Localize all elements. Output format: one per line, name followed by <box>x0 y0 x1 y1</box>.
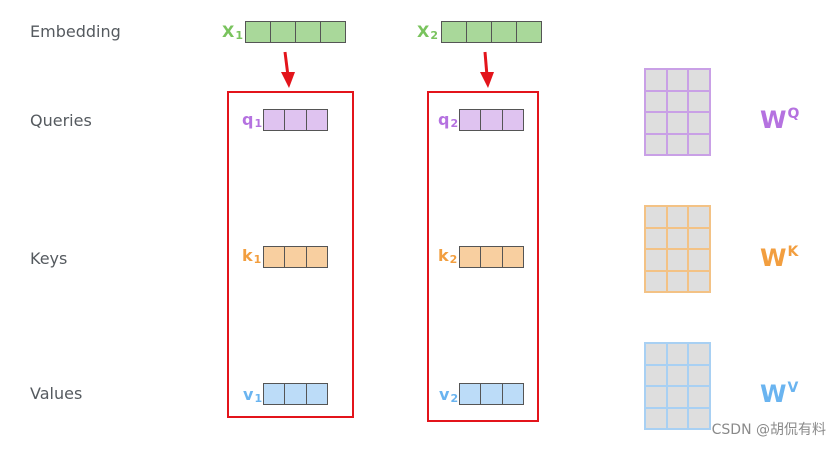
row-label-values: Values <box>30 384 83 403</box>
matrix-cell <box>689 408 709 428</box>
matrix-cell <box>667 207 688 227</box>
x1-label: X1 <box>222 22 243 42</box>
matrix-cell <box>646 387 666 407</box>
matrix-cell <box>689 250 709 270</box>
matrix-cell <box>689 271 709 291</box>
k1-label: k1 <box>242 246 262 266</box>
matrix-cell <box>646 228 666 248</box>
matrix-cell <box>667 113 688 133</box>
matrix-cell <box>667 250 688 270</box>
row-label-keys: Keys <box>30 249 68 268</box>
matrix-cell <box>689 113 709 133</box>
matrix-cell <box>689 344 709 364</box>
q2-vector <box>459 109 524 131</box>
matrix-cell <box>667 70 688 90</box>
q1-vector <box>263 109 328 131</box>
matrix-cell <box>689 70 709 90</box>
wk-label: WK <box>760 244 799 272</box>
matrix-cell <box>646 113 666 133</box>
v1-label: v1 <box>243 385 263 405</box>
matrix-cell <box>646 207 666 227</box>
matrix-cell <box>646 70 666 90</box>
matrix-cell <box>646 91 666 111</box>
matrix-cell <box>646 365 666 385</box>
arrow-x2-to-q2 <box>480 51 494 88</box>
matrix-cell <box>689 207 709 227</box>
matrix-cell <box>667 91 688 111</box>
matrix-cell <box>646 408 666 428</box>
matrix-cell <box>667 228 688 248</box>
k2-label: k2 <box>438 246 458 266</box>
matrix-cell <box>667 134 688 154</box>
wv-matrix <box>644 342 711 430</box>
token-2-group-box <box>427 91 539 422</box>
x1-vector <box>245 21 346 43</box>
k1-vector <box>263 246 328 268</box>
matrix-cell <box>689 134 709 154</box>
v1-vector <box>263 383 328 405</box>
csdn-watermark: CSDN @胡侃有料 <box>711 422 826 438</box>
matrix-cell <box>667 344 688 364</box>
row-label-embedding: Embedding <box>30 22 121 41</box>
matrix-cell <box>646 250 666 270</box>
matrix-cell <box>667 408 688 428</box>
wv-label: WV <box>760 380 799 408</box>
matrix-cell <box>646 344 666 364</box>
v2-label: v2 <box>439 385 459 405</box>
k2-vector <box>459 246 524 268</box>
matrix-cell <box>689 228 709 248</box>
wk-matrix <box>644 205 711 293</box>
matrix-cell <box>689 91 709 111</box>
matrix-cell <box>689 387 709 407</box>
token-1-group-box <box>227 91 354 418</box>
row-label-queries: Queries <box>30 111 92 130</box>
matrix-cell <box>667 271 688 291</box>
matrix-cell <box>667 365 688 385</box>
matrix-cell <box>667 387 688 407</box>
wq-label: WQ <box>760 106 800 134</box>
x2-vector <box>441 21 542 43</box>
matrix-cell <box>646 271 666 291</box>
q1-label: q1 <box>242 110 263 130</box>
matrix-cell <box>689 365 709 385</box>
wq-matrix <box>644 68 711 156</box>
arrow-x1-to-q1 <box>281 51 295 88</box>
q2-label: q2 <box>438 110 459 130</box>
matrix-cell <box>646 134 666 154</box>
v2-vector <box>459 383 524 405</box>
x2-label: X2 <box>417 22 438 42</box>
